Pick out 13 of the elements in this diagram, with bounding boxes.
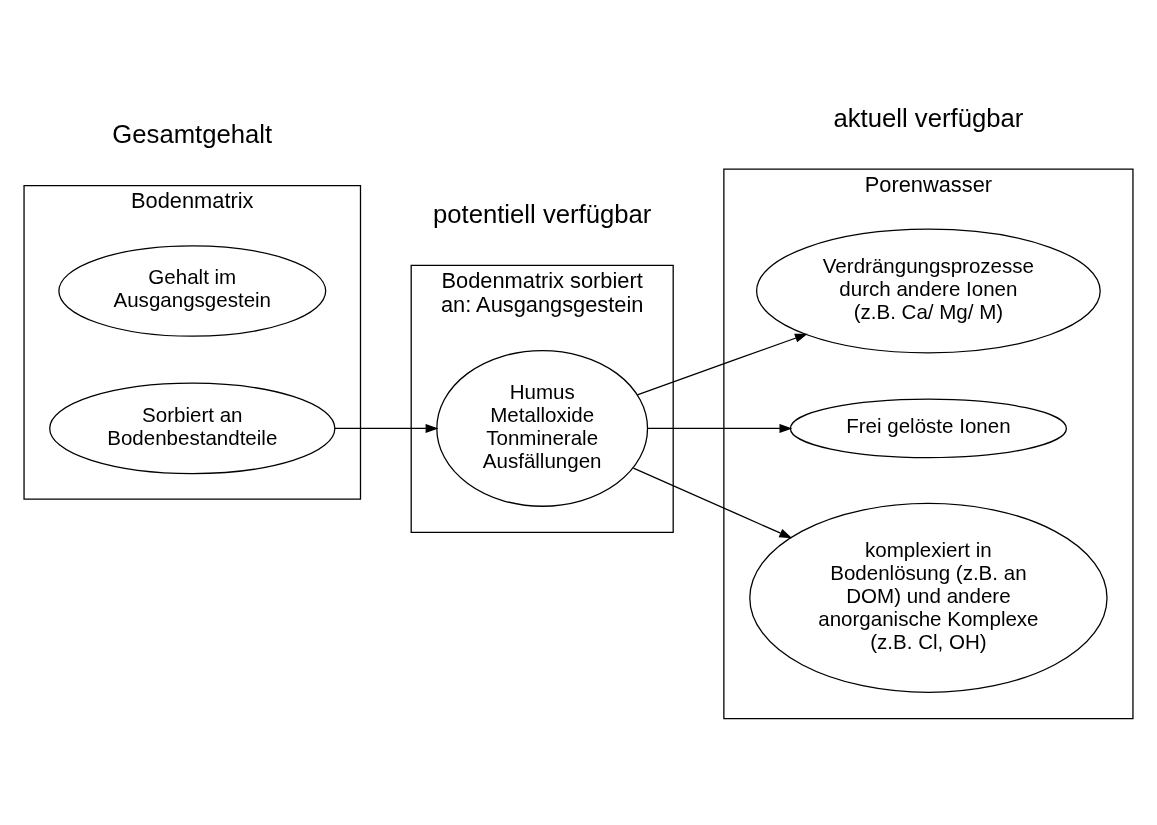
node-ellipse: Frei gelöste Ionen <box>789 398 1068 458</box>
arrow <box>334 423 439 433</box>
arrow <box>636 333 808 395</box>
node-ellipse: Humus Metalloxide Tonminerale Ausfällungen <box>436 349 649 507</box>
label: potentiell verfügbar <box>433 199 652 228</box>
node-ellipse: Sorbiert an Bodenbestandteile <box>49 382 336 474</box>
arrow <box>632 467 793 538</box>
label: Gesamtgehalt <box>112 119 273 148</box>
label: aktuell verfügbar <box>833 103 1024 132</box>
node-ellipse: komplexiert in Bodenlösung (z.B. an DOM) und andere anorganische Komplexe (z.B. Cl, OH) <box>749 502 1108 693</box>
node-ellipse: Verdrängungsprozesse durch andere Ionen (z.B. Ca/ Mg/ M) <box>756 228 1101 353</box>
arrow <box>647 423 793 433</box>
node-ellipse: Gehalt im Ausgangsgestein <box>58 244 327 337</box>
